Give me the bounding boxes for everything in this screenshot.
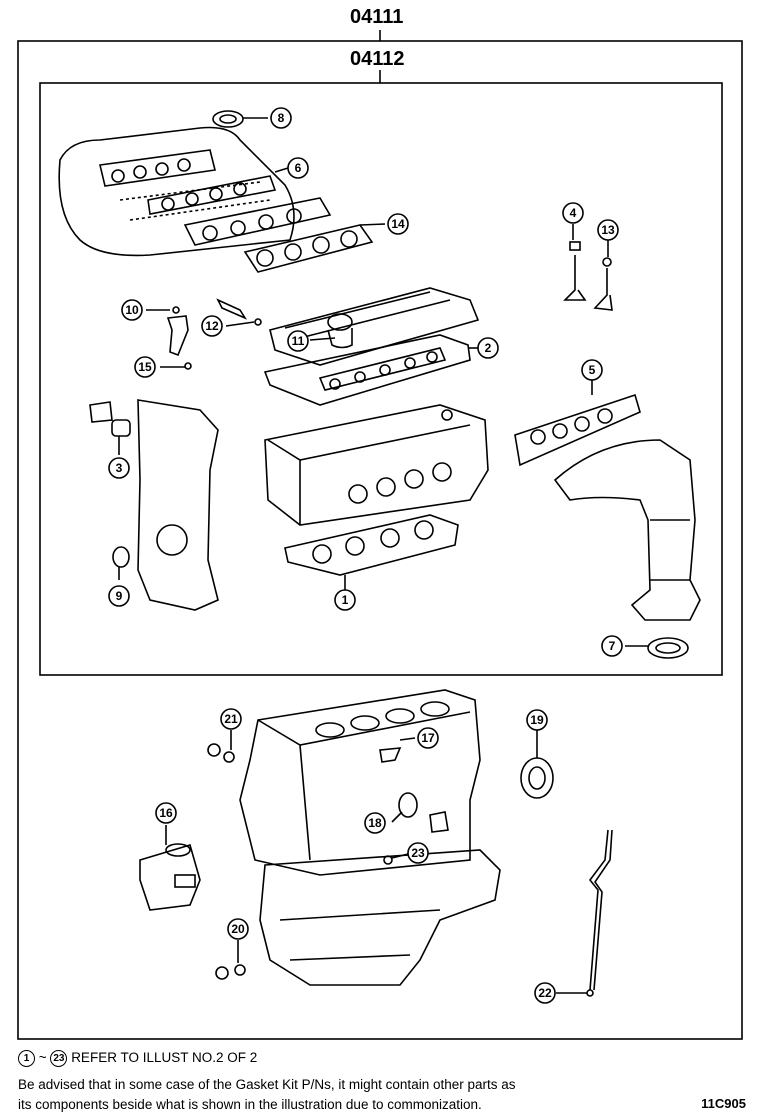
water-pump-drawing bbox=[139, 825, 201, 911]
cylinder-head-drawing bbox=[264, 404, 489, 526]
callout-4: 4 bbox=[570, 206, 577, 220]
callout-15: 15 bbox=[138, 360, 152, 374]
valve-cover-drawing bbox=[269, 287, 480, 366]
callout-17: 17 bbox=[421, 731, 435, 745]
intake-manifold-drawing bbox=[183, 197, 332, 246]
ref-start-callout: 1 bbox=[18, 1050, 35, 1067]
callout-7: 7 bbox=[609, 639, 616, 653]
inner-kit-code: 04112 bbox=[350, 48, 405, 70]
oil-seal-drawing bbox=[520, 730, 554, 799]
exhaust-manifold-drawing bbox=[553, 439, 701, 621]
ref-end-callout: 23 bbox=[50, 1050, 68, 1067]
gasket-7-drawing bbox=[647, 637, 689, 659]
manifold-gasket-14-drawing bbox=[243, 223, 386, 273]
seal-8-drawing bbox=[212, 110, 244, 128]
callout-16: 16 bbox=[159, 806, 173, 820]
advice-line-2: its components beside what is shown in t… bbox=[18, 1097, 482, 1112]
dipstick-drawing bbox=[556, 829, 613, 997]
callout-12: 12 bbox=[205, 319, 219, 333]
callout-21: 21 bbox=[224, 712, 238, 726]
callout-10: 10 bbox=[125, 303, 139, 317]
small-parts-10-12-15-drawing bbox=[146, 298, 336, 370]
ref-text: REFER TO ILLUST NO.2 OF 2 bbox=[71, 1050, 258, 1066]
exhaust-gasket-drawing bbox=[514, 380, 641, 467]
callout-6: 6 bbox=[295, 161, 302, 175]
callout-9: 9 bbox=[116, 589, 123, 603]
timing-cover-drawing bbox=[89, 399, 219, 611]
callout-11: 11 bbox=[292, 334, 305, 348]
cylinder-head-cover-drawing bbox=[58, 126, 295, 257]
callout-14: 14 bbox=[391, 217, 405, 231]
outer-kit-code: 04111 bbox=[350, 6, 404, 28]
outer-kit-frame bbox=[17, 40, 743, 1040]
diagram-id: 11C905 bbox=[701, 1096, 746, 1111]
reference-note: 1 ~ 23 REFER TO ILLUST NO.2 OF 2 bbox=[18, 1050, 257, 1067]
oil-pan-drawing bbox=[259, 849, 501, 986]
callout-2: 2 bbox=[485, 341, 492, 355]
callout-3: 3 bbox=[116, 461, 123, 475]
callout-5: 5 bbox=[589, 363, 596, 377]
callout-1: 1 bbox=[342, 593, 349, 607]
intake-gasket-drawing bbox=[147, 167, 289, 215]
parts-diagram: 1 2 3 4 5 6 7 8 9 10 11 12 13 14 15 16 1… bbox=[17, 30, 743, 1040]
valves-drawing bbox=[563, 224, 613, 311]
inner-kit-frame bbox=[39, 82, 723, 676]
callout-23: 23 bbox=[411, 846, 425, 860]
callout-20: 20 bbox=[231, 922, 245, 936]
callout-13: 13 bbox=[601, 223, 615, 237]
callout-22: 22 bbox=[538, 986, 552, 1000]
head-gasket-drawing bbox=[284, 514, 459, 592]
callout-19: 19 bbox=[530, 713, 544, 727]
advice-line-1: Be advised that in some case of the Gask… bbox=[18, 1077, 516, 1092]
engine-block-drawing bbox=[239, 689, 481, 876]
plugs-drawing bbox=[207, 730, 246, 980]
callout-18: 18 bbox=[368, 816, 382, 830]
ref-tilde: ~ bbox=[38, 1050, 47, 1066]
callout-8: 8 bbox=[278, 111, 285, 125]
valve-cover-gasket-drawing bbox=[263, 334, 478, 406]
